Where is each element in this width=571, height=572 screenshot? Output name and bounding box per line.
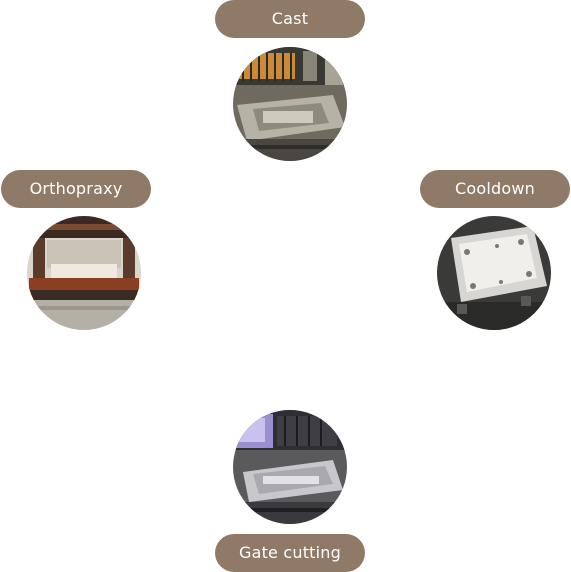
step-label-cooldown: Cooldown: [420, 170, 570, 208]
gate-cutting-machine-photo: [233, 410, 347, 524]
step-label-gate-cutting: Gate cutting: [215, 534, 365, 572]
step-label-cast: Cast: [215, 0, 365, 38]
step-label-orthopraxy: Orthopraxy: [1, 170, 151, 208]
cast-machine-photo: [233, 47, 347, 161]
cooldown-casting-photo: [437, 216, 551, 330]
cooldown-photo-art: [437, 216, 551, 330]
orthopraxy-press-photo: [27, 216, 141, 330]
orthopraxy-photo-art: [27, 216, 141, 330]
gate-cutting-photo-art: [233, 410, 347, 524]
cast-photo-art: [233, 47, 347, 161]
